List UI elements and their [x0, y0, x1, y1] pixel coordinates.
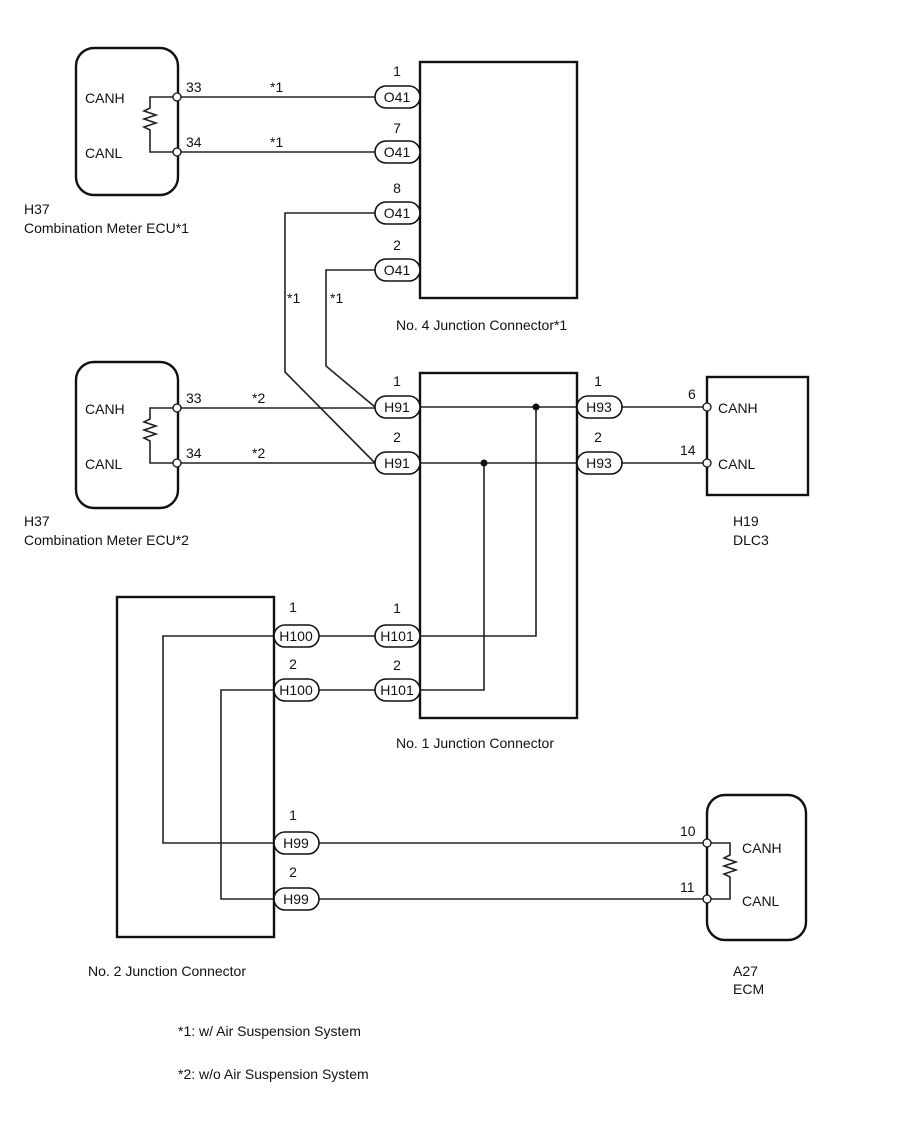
- splice-point-h: [532, 403, 540, 411]
- component-code: H37: [24, 201, 50, 217]
- component-name: No. 1 Junction Connector: [396, 735, 554, 751]
- pin-number: 1: [393, 63, 401, 79]
- svg-text:2: 2: [289, 656, 297, 672]
- component-name: No. 2 Junction Connector: [88, 963, 246, 979]
- svg-text:H101: H101: [380, 682, 414, 698]
- footnote: *1: w/ Air Suspension System: [178, 1023, 361, 1039]
- wire-note: *1: [330, 290, 343, 306]
- pin-number: 2: [393, 237, 401, 253]
- component-name: Combination Meter ECU*1: [24, 220, 189, 236]
- svg-text:*2: *2: [252, 445, 265, 461]
- svg-text:2: 2: [289, 864, 297, 880]
- terminating-resistor-icon: [707, 842, 739, 900]
- svg-text:1: 1: [393, 600, 401, 616]
- svg-text:H93: H93: [586, 399, 612, 415]
- svg-text:2: 2: [393, 657, 401, 673]
- no2-junction-connector: H100 H100 1 2 H99 H99 1 2 No. 2 Junction…: [88, 595, 320, 979]
- dlc3: CANH CANL 6 14 H19 DLC3: [680, 375, 810, 548]
- svg-text:H99: H99: [283, 891, 309, 907]
- svg-text:14: 14: [680, 442, 696, 458]
- svg-text:A27: A27: [733, 963, 758, 979]
- svg-text:2: 2: [594, 429, 602, 445]
- svg-text:CANH: CANH: [718, 400, 758, 416]
- footnote: *2: w/o Air Suspension System: [178, 1066, 369, 1082]
- svg-text:ECM: ECM: [733, 981, 764, 997]
- wire-note: *1: [287, 290, 300, 306]
- svg-text:H19: H19: [733, 513, 759, 529]
- svg-text:O41: O41: [384, 262, 411, 278]
- combination-meter-ecu-2: CANH CANL 33 34 *2 *2 H37 Combination Me…: [24, 360, 265, 548]
- svg-text:CANL: CANL: [85, 456, 123, 472]
- combination-meter-ecu-1: CANH CANL 33 34 *1 *1 H37 Combination Me…: [24, 46, 283, 236]
- pin-number: 33: [186, 79, 202, 95]
- canh-label: CANH: [85, 90, 125, 106]
- svg-text:1: 1: [594, 373, 602, 389]
- svg-text:10: 10: [680, 823, 696, 839]
- pin-number: 8: [393, 180, 401, 196]
- terminating-resistor-icon: [141, 96, 177, 153]
- no4-junction-connector: O41 O41 O41 O41 1 7 8 2 *1 *1 No. 4 Junc…: [287, 60, 579, 333]
- svg-text:H100: H100: [279, 628, 313, 644]
- svg-text:O41: O41: [384, 89, 411, 105]
- wire-note: *1: [270, 79, 283, 95]
- svg-text:CANH: CANH: [85, 401, 125, 417]
- svg-text:H99: H99: [283, 835, 309, 851]
- svg-text:H93: H93: [586, 455, 612, 471]
- svg-text:DLC3: DLC3: [733, 532, 769, 548]
- svg-text:2: 2: [393, 429, 401, 445]
- svg-text:11: 11: [680, 879, 695, 895]
- svg-text:1: 1: [393, 373, 401, 389]
- ecm: CANH CANL 10 11 A27 ECM: [680, 793, 808, 997]
- svg-text:CANL: CANL: [718, 456, 756, 472]
- connector-o41: O41 O41 O41 O41 1 7 8 2: [374, 63, 421, 282]
- svg-text:1: 1: [289, 807, 297, 823]
- svg-text:34: 34: [186, 445, 202, 461]
- svg-text:6: 6: [688, 386, 696, 402]
- pin-number: 34: [186, 134, 202, 150]
- svg-text:CANH: CANH: [742, 840, 782, 856]
- svg-text:O41: O41: [384, 144, 411, 160]
- wire-note: *1: [270, 134, 283, 150]
- svg-text:*2: *2: [252, 390, 265, 406]
- canl-label: CANL: [85, 145, 123, 161]
- splice-point-l: [480, 459, 488, 467]
- no1-junction-connector: H91 H91 1 2 H93 H93 1 2 H101 H101 1 2 No…: [374, 371, 623, 751]
- svg-text:CANL: CANL: [742, 893, 780, 909]
- svg-text:33: 33: [186, 390, 202, 406]
- svg-text:O41: O41: [384, 205, 411, 221]
- svg-text:H101: H101: [380, 628, 414, 644]
- terminating-resistor-icon: [141, 407, 177, 464]
- svg-text:H91: H91: [384, 455, 410, 471]
- svg-text:H37: H37: [24, 513, 50, 529]
- pin-number: 7: [393, 120, 401, 136]
- svg-text:1: 1: [289, 599, 297, 615]
- svg-text:H100: H100: [279, 682, 313, 698]
- wires: [162, 96, 707, 900]
- component-name: No. 4 Junction Connector*1: [396, 317, 567, 333]
- svg-text:Combination Meter ECU*2: Combination Meter ECU*2: [24, 532, 189, 548]
- svg-text:H91: H91: [384, 399, 410, 415]
